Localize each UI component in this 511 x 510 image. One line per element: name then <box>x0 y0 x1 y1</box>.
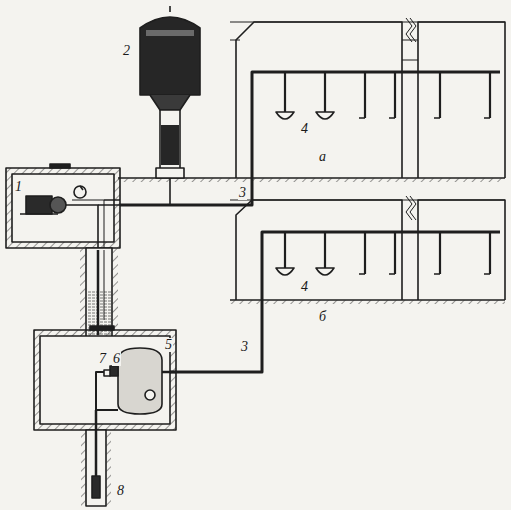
callout-number: а <box>318 150 327 164</box>
callout-number: 4 <box>300 280 309 294</box>
callout-number: 7 <box>98 352 107 366</box>
callout-number: б <box>318 310 327 324</box>
callout-number: 2 <box>122 44 131 58</box>
callout-number: 8 <box>116 484 125 498</box>
callout-number: 5 <box>164 338 173 352</box>
callout-number: 1 <box>14 180 23 194</box>
callout-number: 6 <box>112 352 121 366</box>
callout-number: 3 <box>240 340 249 354</box>
callout-number: 3 <box>238 186 247 200</box>
callout-number: 4 <box>300 122 309 136</box>
